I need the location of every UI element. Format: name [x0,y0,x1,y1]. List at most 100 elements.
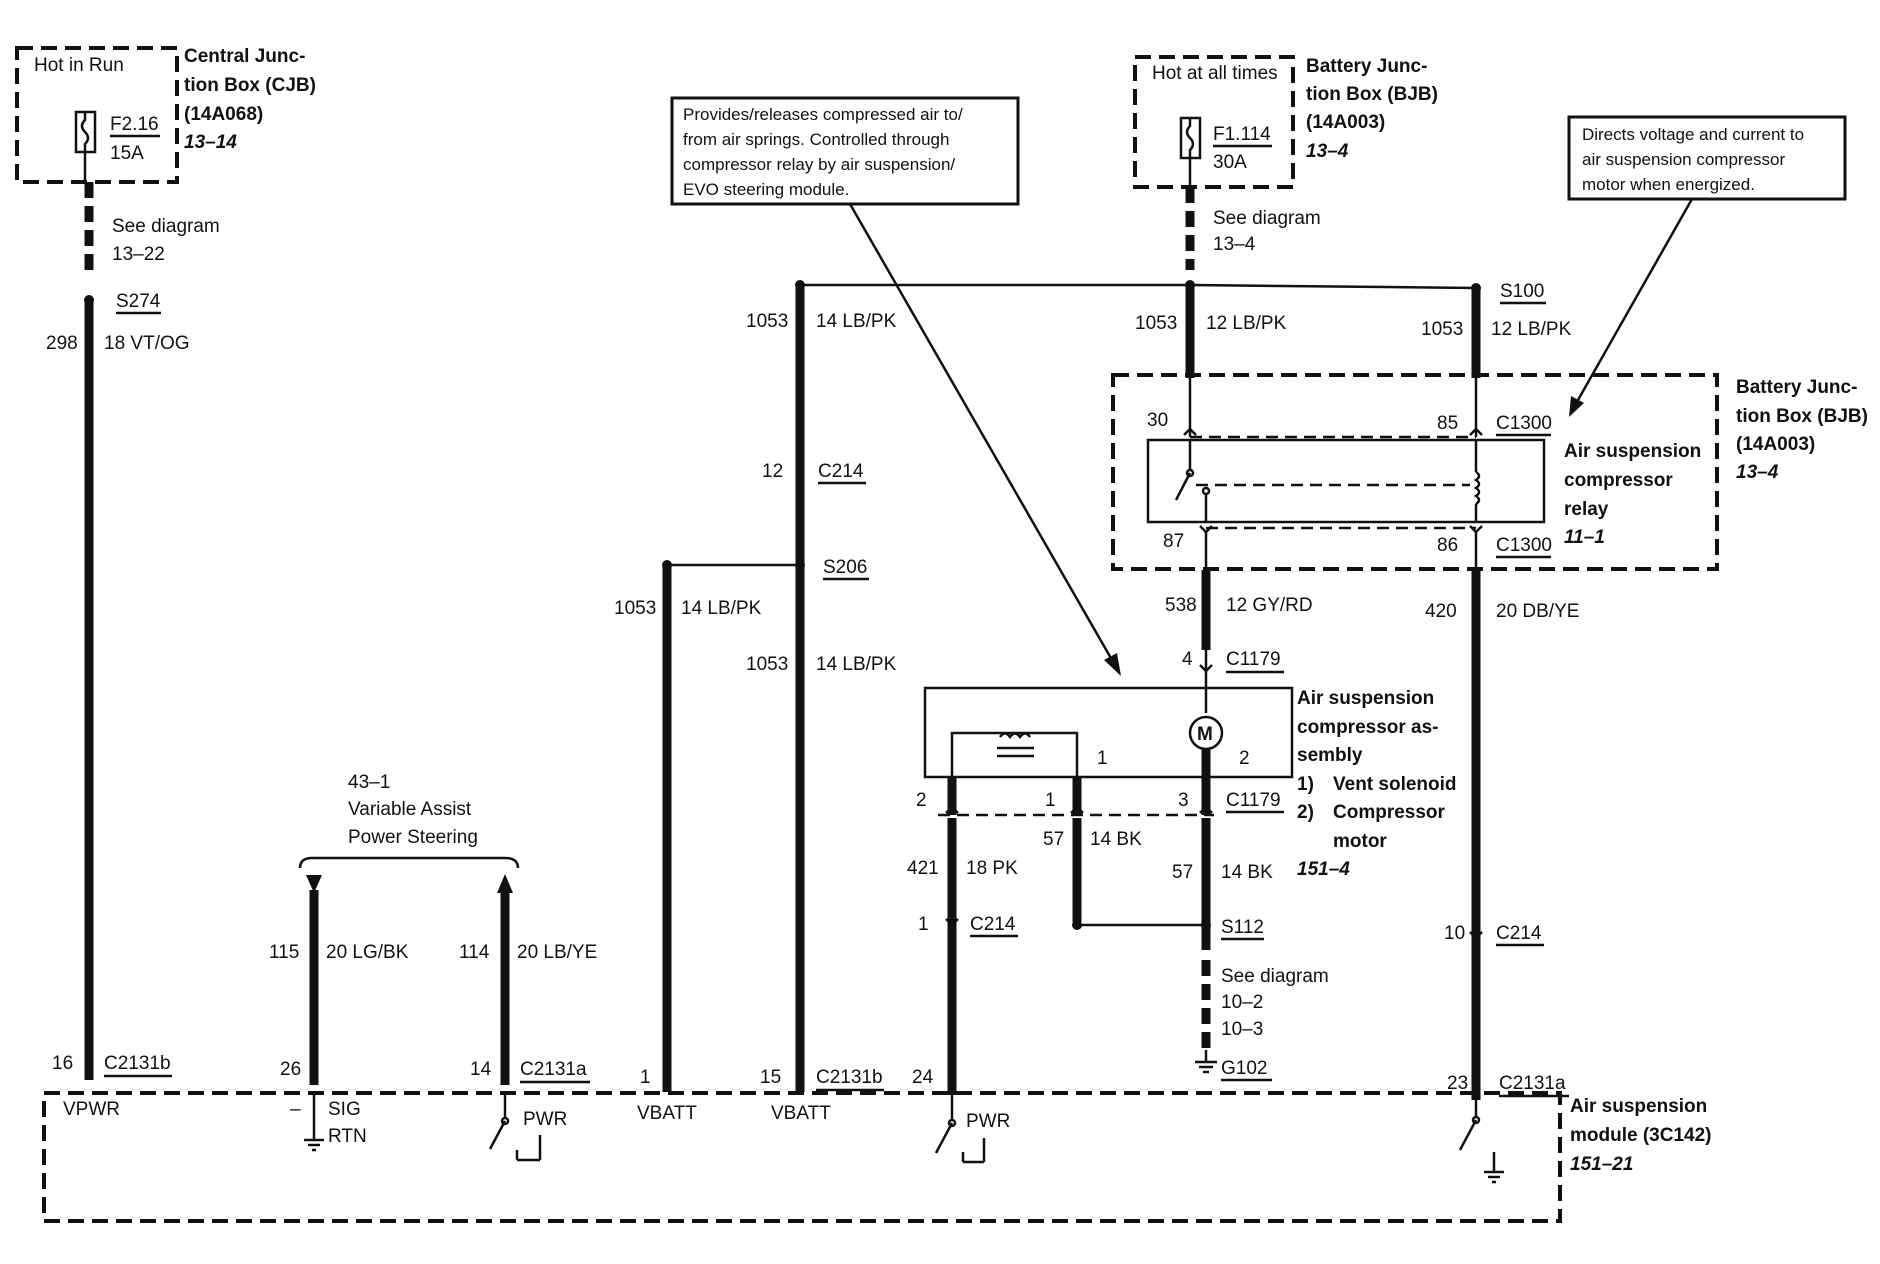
svg-text:Variable Assist: Variable Assist [348,799,472,820]
vaps-label: 43–1 Variable Assist Power Steering [298,772,520,869]
svg-text:18 VT/OG: 18 VT/OG [104,333,190,354]
svg-text:Air suspension: Air suspension [1564,441,1701,462]
svg-text:VBATT: VBATT [771,1103,831,1124]
svg-text:Directs voltage and current to: Directs voltage and current to [1582,125,1804,144]
svg-text:1053: 1053 [746,311,788,332]
svg-text:57: 57 [1172,862,1193,883]
svg-text:M: M [1197,724,1213,745]
svg-text:compressor relay by air suspen: compressor relay by air suspension/ [683,155,955,174]
svg-text:151–4: 151–4 [1297,859,1350,880]
svg-text:15: 15 [760,1067,781,1088]
compressor-assembly: 1 M 2 [923,686,1294,779]
svg-text:Power Steering: Power Steering [348,827,478,848]
svg-text:86: 86 [1437,535,1458,556]
svg-text:C1179: C1179 [1226,649,1281,670]
svg-text:421: 421 [907,858,939,879]
svg-text:See diagram: See diagram [112,216,220,237]
svg-text:C214: C214 [970,914,1016,935]
relay-label: Air suspension compressor relay 11–1 [1564,441,1701,548]
svg-text:2): 2) [1297,802,1314,823]
bjb-top-label: Battery Junc- tion Box (BJB) (14A003) 13… [1306,56,1438,162]
svg-text:151–21: 151–21 [1570,1154,1633,1175]
svg-text:compressor as-: compressor as- [1297,717,1439,738]
svg-text:C2131b: C2131b [104,1053,171,1074]
svg-text:24: 24 [912,1067,934,1088]
splice-s206: S206 [823,557,867,578]
svg-text:10–2: 10–2 [1221,992,1263,1013]
svg-text:85: 85 [1437,413,1458,434]
svg-text:Battery Junc-: Battery Junc- [1306,56,1427,77]
svg-text:12: 12 [762,461,783,482]
wire-1053-bjb: See diagram 13–4 1053 12 LB/PK [1135,158,1321,378]
svg-text:1053: 1053 [1135,313,1177,334]
svg-text:VBATT: VBATT [637,1103,697,1124]
svg-text:1: 1 [640,1067,651,1088]
svg-text:10: 10 [1444,923,1465,944]
svg-text:10–3: 10–3 [1221,1019,1263,1040]
cjb-status: Hot in Run [34,55,124,76]
svg-text:538: 538 [1165,595,1197,616]
svg-text:13–4: 13–4 [1736,462,1779,483]
wire-298: See diagram 13–22 S274 298 18 VT/OG 16 C… [46,152,220,1080]
cjb-label: Central Junc- tion Box (CJB) (14A068) 13… [184,46,316,153]
svg-text:14 BK: 14 BK [1221,862,1273,883]
svg-text:motor: motor [1333,831,1387,852]
svg-text:1053: 1053 [746,654,788,675]
svg-text:C1300: C1300 [1496,413,1552,434]
svg-text:115: 115 [269,942,299,963]
svg-text:C1300: C1300 [1496,535,1552,556]
svg-text:3: 3 [1178,790,1189,811]
svg-text:tion Box (BJB): tion Box (BJB) [1736,406,1868,427]
svg-text:RTN: RTN [328,1126,367,1147]
svg-text:air suspension compressor: air suspension compressor [1582,150,1785,169]
svg-text:16: 16 [52,1053,73,1074]
bjb-status: Hot at all times [1152,63,1278,84]
svg-text:VPWR: VPWR [63,1099,120,1120]
svg-text:11–1: 11–1 [1564,527,1605,548]
svg-text:1: 1 [918,914,929,935]
wire-57: 57 14 BK 57 14 BK S112 See diagram 10–2 … [1043,818,1329,1082]
svg-text:PWR: PWR [966,1111,1010,1132]
compressor-label: Air suspension compressor as- sembly 1) … [1297,688,1457,880]
wire-114: 114 20 LB/YE 14 C2131a [459,874,597,1085]
svg-text:(14A003): (14A003) [1306,112,1385,133]
wire-421: 421 18 PK 1 C214 24 [907,818,1018,1095]
svg-text:20 LG/BK: 20 LG/BK [326,942,409,963]
cjb-fuse-rating: 15A [110,143,144,164]
svg-text:C2131a: C2131a [1499,1073,1566,1094]
wire-1053-s100: S100 1053 12 LB/PK [1189,281,1572,378]
svg-text:1: 1 [1045,790,1056,811]
svg-text:See diagram: See diagram [1213,208,1321,229]
svg-text:12 LB/PK: 12 LB/PK [1491,319,1572,340]
svg-text:87: 87 [1163,531,1184,552]
cjb-fuse-number: F2.16 [110,114,159,135]
bjb-relay-box: 30 85 C1300 87 86 C1300 [1111,373,1719,571]
svg-text:Battery Junc-: Battery Junc- [1736,377,1857,398]
svg-text:sembly: sembly [1297,745,1363,766]
svg-text:1053: 1053 [1421,319,1463,340]
svg-text:298: 298 [46,333,78,354]
svg-text:2: 2 [916,790,927,811]
svg-text:tion Box (CJB): tion Box (CJB) [184,75,316,96]
svg-text:26: 26 [280,1059,301,1080]
svg-text:C2131b: C2131b [816,1067,883,1088]
svg-text:14 LB/PK: 14 LB/PK [681,598,762,619]
wire-420: 420 20 DB/YE 10 C214 23 C2131a [1425,532,1579,1100]
svg-text:57: 57 [1043,829,1064,850]
svg-text:C1179: C1179 [1226,790,1281,811]
svg-text:13–14: 13–14 [184,132,237,153]
svg-text:13–4: 13–4 [1306,141,1349,162]
svg-text:12 GY/RD: 12 GY/RD [1226,595,1313,616]
svg-text:tion Box (BJB): tion Box (BJB) [1306,84,1438,105]
svg-text:20 LB/YE: 20 LB/YE [517,942,597,963]
svg-text:Provides/releases compressed a: Provides/releases compressed air to/ [683,105,963,124]
svg-text:Compressor: Compressor [1333,802,1446,823]
svg-text:4: 4 [1182,649,1193,670]
svg-text:12 LB/PK: 12 LB/PK [1206,313,1287,334]
svg-text:EVO steering module.: EVO steering module. [683,180,849,199]
svg-text:20 DB/YE: 20 DB/YE [1496,601,1579,622]
svg-text:30: 30 [1147,410,1168,431]
svg-text:1053: 1053 [614,598,656,619]
svg-text:13–22: 13–22 [112,244,165,265]
bjb-fuse-number: F1.114 [1213,124,1271,145]
